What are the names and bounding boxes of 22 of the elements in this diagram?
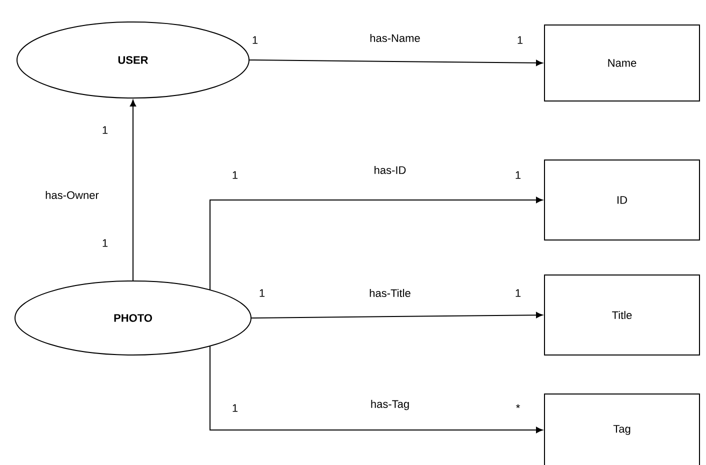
attribute-box: Tag — [544, 393, 700, 465]
multiplicity-label: 1 — [516, 171, 521, 179]
multiplicity-label: 1 — [232, 404, 238, 412]
edge-label: has-Title — [370, 288, 410, 298]
attribute-box: Name — [544, 24, 700, 102]
multiplicity-label: 1 — [516, 289, 521, 297]
multiplicity-label: 1 — [102, 239, 108, 247]
multiplicity-label: * — [516, 404, 520, 408]
attribute-box: ID — [544, 160, 700, 240]
multiplicity-label: 1 — [232, 171, 238, 179]
multiplicity-label: 1 — [102, 126, 108, 134]
arrow — [210, 345, 543, 434]
arrow — [251, 312, 543, 318]
multiplicity-label: 1 — [518, 36, 523, 44]
edge-label: has-Tag — [371, 400, 409, 410]
arrow — [130, 100, 136, 281]
edge-label: has-ID — [374, 166, 406, 174]
attribute-box: Title — [544, 274, 700, 356]
edge-label: has-Owner — [46, 190, 99, 200]
edge-label: has-Name — [370, 34, 420, 42]
arrow — [210, 196, 543, 290]
arrow — [249, 60, 543, 66]
